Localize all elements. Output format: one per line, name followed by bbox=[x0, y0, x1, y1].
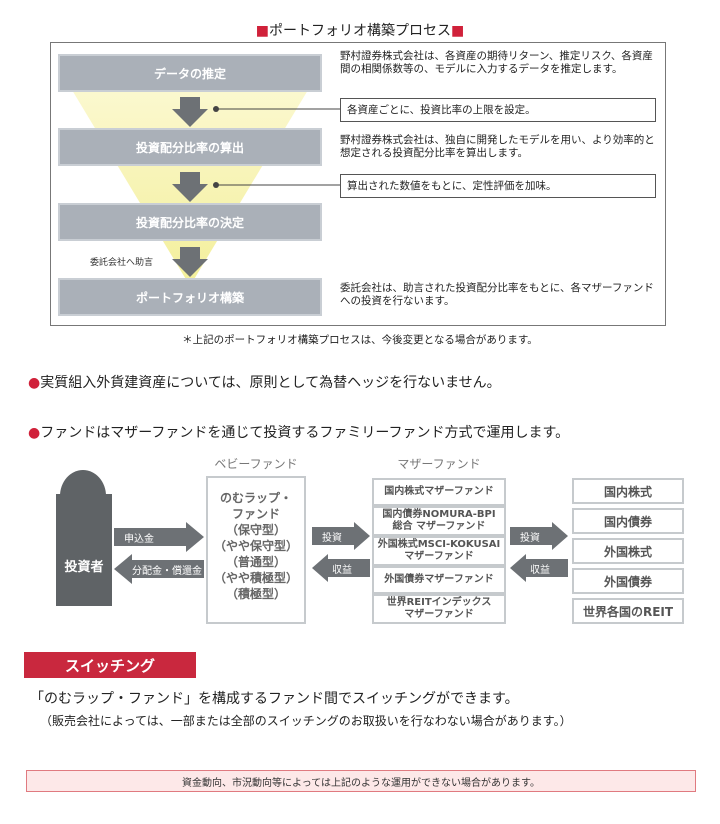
down-arrow-icon bbox=[172, 172, 208, 202]
step-allocation-decision: 投資配分比率の決定 bbox=[58, 203, 322, 241]
asset-foreign-equity: 外国株式 bbox=[572, 538, 684, 564]
process-frame bbox=[50, 42, 666, 326]
step-allocation-calc: 投資配分比率の算出 bbox=[58, 128, 322, 166]
switching-description: 「のむラップ・ファンド」を構成するファンド間でスイッチングができます。 bbox=[30, 691, 519, 707]
note-qualitative: 算出された数値をもとに、定性評価を加味。 bbox=[340, 174, 656, 198]
distribution-arrow-icon bbox=[114, 554, 204, 584]
advice-label: 委託会社へ助言 bbox=[90, 258, 154, 268]
step-portfolio-construction: ポートフォリオ構築 bbox=[58, 278, 322, 316]
investor-body bbox=[56, 494, 112, 606]
invest-label-1: 投資 bbox=[322, 533, 342, 544]
step-description-3: 委託会社は、助言された投資配分比率をもとに、各マザーファンドへの投資を行ないます… bbox=[340, 282, 654, 307]
mother-fund-foreign-bond: 外国債券マザーファンド bbox=[372, 566, 506, 594]
switching-note: （販売会社によっては、一部または全部のスイッチングのお取扱いを行なわない場合があ… bbox=[40, 714, 572, 728]
invest-label-2: 投資 bbox=[520, 533, 540, 544]
step-description-1: 野村證券株式会社は、各資産の期待リターン、推定リスク、各資産間の相関係数等の、モ… bbox=[340, 50, 653, 75]
process-title: ■ポートフォリオ構築プロセス■ bbox=[255, 23, 465, 39]
invest-arrow-icon bbox=[510, 522, 568, 550]
baby-fund-box: のむラップ・ ファンド （保守型） （やや保守型） （普通型） （やや積極型） … bbox=[206, 476, 306, 624]
note-upper-limit: 各資産ごとに、投資比率の上限を設定。 bbox=[340, 98, 656, 122]
switching-header: スイッチング bbox=[24, 652, 196, 678]
profit-label-1: 収益 bbox=[332, 565, 352, 576]
bullet-currency-hedge: ●実質組入外貨建資産については、原則として為替ヘッジを行ないません。 bbox=[28, 375, 501, 391]
asset-domestic-bond: 国内債券 bbox=[572, 508, 684, 534]
mother-fund-header: マザーファンド bbox=[397, 457, 481, 471]
profit-arrow-icon bbox=[510, 554, 568, 582]
profit-arrow-icon bbox=[312, 554, 370, 582]
asset-domestic-equity: 国内株式 bbox=[572, 478, 684, 504]
baby-fund-header: ベビーファンド bbox=[214, 457, 298, 471]
down-arrow-icon bbox=[172, 97, 208, 127]
step-description-2: 野村證券株式会社は、独自に開発したモデルを用い、より効率的と想定される投資配分比… bbox=[340, 134, 655, 159]
mother-fund-domestic-equity: 国内株式マザーファンド bbox=[372, 478, 506, 506]
distribution-label: 分配金・償還金 bbox=[132, 566, 202, 577]
footer-disclaimer: 資金動向、市況動向等によっては上記のような運用ができない場合があります。 bbox=[26, 770, 696, 792]
apply-label: 申込金 bbox=[124, 534, 154, 545]
connector-lines bbox=[213, 106, 340, 188]
invest-arrow-icon bbox=[312, 522, 370, 550]
profit-label-2: 収益 bbox=[530, 565, 550, 576]
apply-arrow-icon bbox=[114, 522, 204, 552]
asset-foreign-bond: 外国債券 bbox=[572, 568, 684, 594]
step-data-estimation: データの推定 bbox=[58, 54, 322, 92]
bullet-family-fund: ●ファンドはマザーファンドを通じて投資するファミリーファンド方式で運用します。 bbox=[28, 425, 570, 441]
asset-global-reit: 世界各国のREIT bbox=[572, 598, 684, 624]
down-arrow-icon bbox=[172, 247, 208, 277]
process-caption: ＊上記のポートフォリオ構築プロセスは、今後変更となる場合があります。 bbox=[182, 334, 538, 346]
investor-label: 投資者 bbox=[64, 560, 104, 575]
mother-fund-global-reit: 世界REITインデックスマザーファンド bbox=[372, 594, 506, 624]
